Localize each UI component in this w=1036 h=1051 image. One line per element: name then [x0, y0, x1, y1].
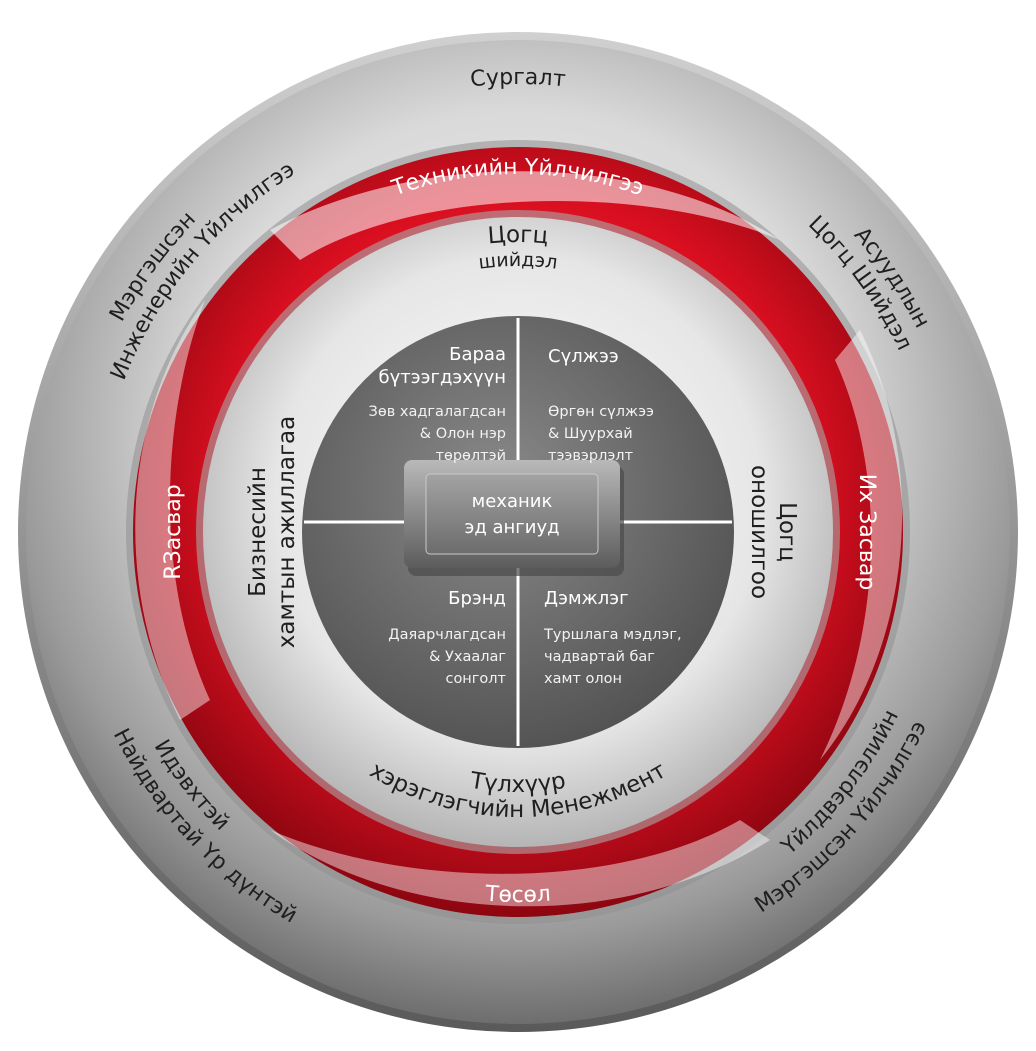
ribbon-highlight-top: [270, 171, 780, 260]
quadrant-bottom-right: Дэмжлэг Туршлага мэдлэг, чадвартай баг х…: [543, 588, 682, 687]
red-left-label: RЗасвар: [161, 484, 186, 579]
quadrant-text: сонголт: [445, 671, 506, 687]
quadrant-text: тээвэрлэлт: [548, 448, 634, 464]
ribbon-highlight-left: [135, 300, 210, 720]
quadrant-bottom-left: Брэнд Даяарчлагдсан & Ухаалаг сонголт: [388, 588, 506, 687]
ribbon-highlight-right: [820, 330, 903, 760]
middle-right-label-2: оношилгоо: [746, 465, 772, 599]
middle-right-label-1: Цогц: [774, 502, 800, 562]
middle-left-label-2: хамтын ажиллагаа: [274, 416, 300, 649]
quadrant-title: Дэмжлэг: [544, 588, 629, 609]
center-label-2: эд ангиуд: [464, 517, 559, 538]
quadrant-title: бүтээгдэхүүн: [378, 367, 506, 388]
middle-left-label-1: Бизнесийн: [245, 467, 271, 597]
quadrant-title: Бараа: [449, 344, 506, 365]
quadrant-text: хамт олон: [544, 671, 622, 687]
quadrant-title: Сүлжээ: [548, 346, 619, 367]
middle-top-label-2: шийдэл: [477, 249, 558, 274]
quadrant-text: & Шуурхай: [548, 426, 633, 442]
quadrant-top-left: Бараа бүтээгдэхүүн Зөв хадгалагдсан & Ол…: [369, 344, 506, 464]
quadrant-text: Өргөн сүлжээ: [548, 404, 654, 420]
quadrant-top-right: Сүлжээ Өргөн сүлжээ & Шуурхай тээвэрлэлт: [548, 346, 654, 464]
quadrant-text: & Ухаалаг: [429, 649, 506, 665]
center-button-face: [425, 473, 599, 555]
middle-top-label-1: Цогц: [487, 222, 549, 249]
quadrant-text: Даяарчлагдсан: [388, 627, 506, 643]
quadrant-title: Брэнд: [448, 588, 506, 609]
ribbon-highlight-bottom: [270, 820, 770, 907]
quadrant-text: & Олон нэр: [420, 426, 506, 442]
center-label-1: механик: [472, 491, 553, 512]
quadrant-text: төрөлтэй: [436, 448, 507, 464]
outer-top-label: Сургалт: [469, 65, 567, 92]
red-right-label: Их Засвар: [854, 474, 879, 591]
red-bottom-label: Төсөл: [483, 882, 551, 908]
quadrant-text: Зөв хадгалагдсан: [369, 404, 506, 420]
quadrant-text: Туршлага мэдлэг,: [543, 627, 682, 643]
middle-bottom-label-1: Түлхүүр: [467, 768, 567, 798]
quadrant-text: чадвартай баг: [544, 649, 655, 665]
